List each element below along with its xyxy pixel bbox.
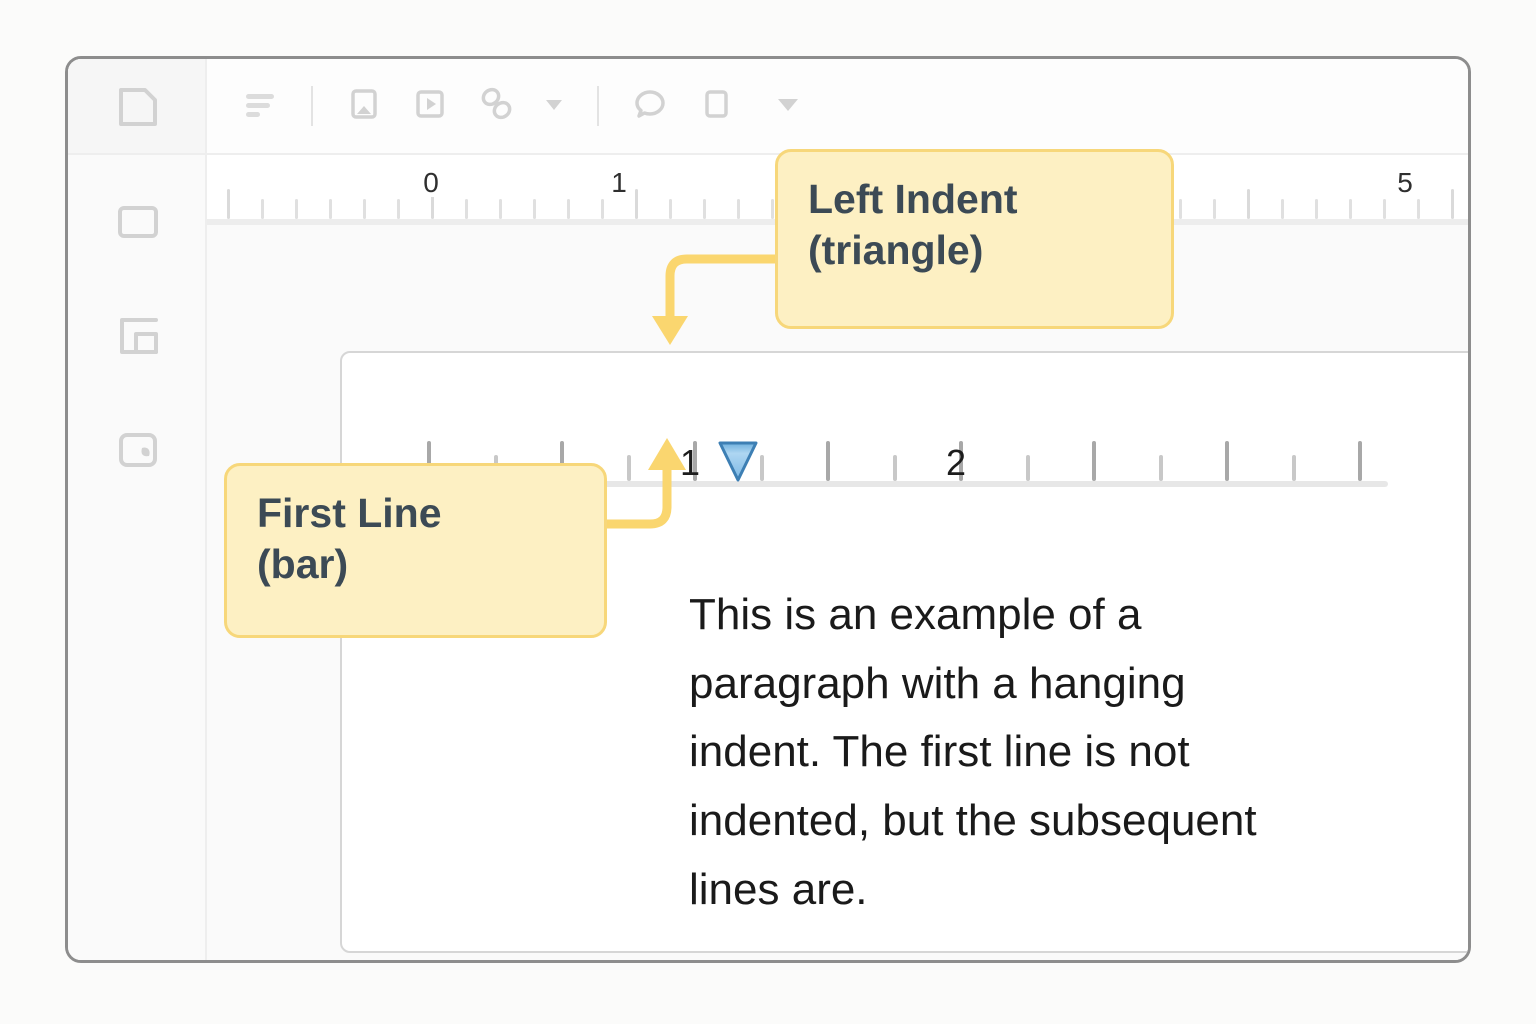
square-outline-icon: [696, 84, 736, 129]
ruler-tick-minor: [567, 199, 570, 219]
ruler-tick-minor: [329, 199, 332, 219]
ruler-tick-major: [227, 189, 230, 219]
ruler-tick-minor: [1417, 199, 1420, 219]
inner-tick-minor: [893, 455, 897, 481]
ruler-tick-minor: [703, 199, 706, 219]
inner-tick-major: [560, 441, 564, 481]
ruler-tick-minor: [771, 199, 774, 219]
ruler-tick-minor: [1383, 199, 1386, 219]
toolbar-separator-2: [597, 86, 599, 126]
sidebar-item-document[interactable]: [107, 76, 169, 138]
callout-first-line[interactable]: First Line (bar): [224, 463, 607, 638]
ruler-number: 1: [606, 169, 632, 197]
sidebar-item-frame[interactable]: [107, 191, 169, 253]
ruler-tick-major: [1451, 189, 1454, 219]
inner-tick-major: [693, 441, 697, 481]
ruler-tick-major: [1247, 189, 1250, 219]
ruler-tick-minor: [601, 199, 604, 219]
document-page-icon: [112, 81, 164, 133]
callout-first-line-line2: (bar): [257, 540, 349, 587]
ruler-number: 5: [1392, 169, 1418, 197]
left-indent-triangle-marker[interactable]: [717, 439, 759, 483]
ruler-tick-minor: [737, 199, 740, 219]
link-chain-icon: [475, 83, 517, 130]
chevron-down-icon: [541, 91, 567, 122]
sidebar-item-shape[interactable]: [107, 419, 169, 481]
toolbar-separator-1: [311, 86, 313, 126]
align-left-lines-icon: [241, 85, 279, 128]
inner-tick-major: [1092, 441, 1096, 481]
shape-button[interactable]: [693, 83, 739, 129]
inner-tick-minor: [627, 455, 631, 481]
inner-tick-minor: [1292, 455, 1296, 481]
ruler-tick-major: [635, 189, 638, 219]
ruler-tick-minor: [295, 199, 298, 219]
inner-tick-minor: [760, 455, 764, 481]
document-paragraph[interactable]: This is an example of a paragraph with a…: [689, 590, 1257, 914]
inner-ruler-baseline: [426, 481, 1388, 487]
rectangle-frame-icon: [112, 196, 164, 248]
link-options-dropdown[interactable]: [539, 91, 569, 121]
ruler-tick-minor: [533, 199, 536, 219]
ruler-tick-minor: [363, 199, 366, 219]
bookmark-icon: [344, 84, 384, 129]
ruler-tick-minor: [669, 199, 672, 219]
sidebar-header-cell: [68, 59, 205, 155]
inner-tick-major: [1225, 441, 1229, 481]
callout-left-indent[interactable]: Left Indent (triangle): [775, 149, 1174, 329]
inner-tick-minor: [1159, 455, 1163, 481]
inner-tick-major: [959, 441, 963, 481]
inner-tick-minor: [1026, 455, 1030, 481]
comment-bubble-icon: [630, 84, 670, 129]
ruler-tick-minor: [261, 199, 264, 219]
media-play-square-icon: [410, 84, 450, 129]
ruler-tick-minor: [1315, 199, 1318, 219]
link-button[interactable]: [473, 83, 519, 129]
ruler-tick-minor: [397, 199, 400, 219]
ruler-tick-minor: [499, 199, 502, 219]
ruler-tick-minor: [465, 199, 468, 219]
ruler-tick-minor: [1213, 199, 1216, 219]
media-button[interactable]: [407, 83, 453, 129]
callout-left-indent-line2: (triangle): [808, 226, 984, 273]
shape-in-square-icon: [112, 424, 164, 476]
sidebar-item-layout[interactable]: [107, 305, 169, 367]
inner-ruler-number: 1: [679, 442, 701, 483]
bookmark-button[interactable]: [341, 83, 387, 129]
ruler-tick-major: [431, 189, 434, 219]
ruler-tick-minor: [1349, 199, 1352, 219]
main-toolbar: [207, 59, 1468, 155]
align-left-button[interactable]: [237, 83, 283, 129]
comment-button[interactable]: [627, 83, 673, 129]
inner-tick-major: [1358, 441, 1362, 481]
callout-first-line-line1: First Line: [257, 490, 442, 536]
callout-left-indent-line1: Left Indent: [808, 176, 1018, 222]
inner-tick-major: [427, 441, 431, 481]
ruler-number: 0: [418, 169, 444, 197]
ruler-tick-minor: [1179, 199, 1182, 219]
layout-panel-icon: [112, 310, 164, 362]
ruler-tick-minor: [1281, 199, 1284, 219]
inner-tick-major: [826, 441, 830, 481]
inner-ruler-number: 2: [945, 442, 967, 483]
left-sidebar: [68, 59, 207, 960]
chevron-down-icon: [773, 89, 803, 124]
shape-options-dropdown[interactable]: [773, 91, 803, 121]
